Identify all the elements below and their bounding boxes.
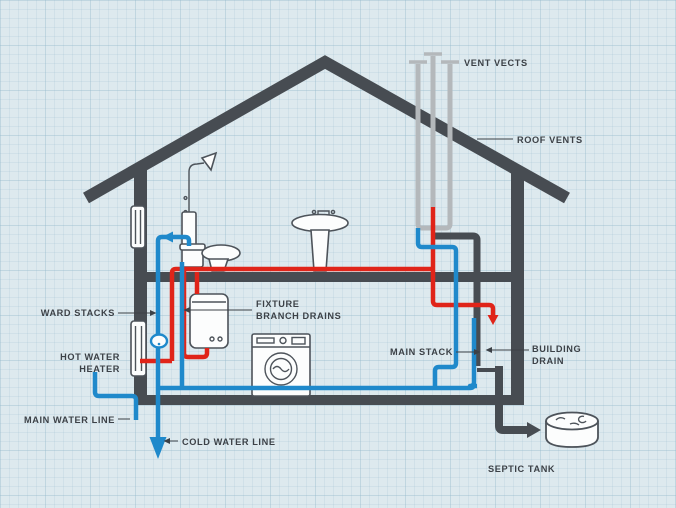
cold-right-drop [415,228,459,386]
right-wall [511,170,524,405]
label-hot-water-heater-1: HOT WATER [60,352,120,362]
label-septic-tank: SEPTIC TANK [488,464,555,474]
cold-water-arrow-small-icon [163,438,170,444]
toilet-tank [181,248,204,268]
label-fixture-branch-drains-1: FIXTURE [256,299,300,309]
label-hot-water-heater-2: HEATER [79,364,120,374]
wall-stack-upper [130,205,146,249]
building-drain-pipe [495,366,528,434]
cleanout-valve [149,333,169,349]
main-water-pipe [92,372,139,420]
toilet-tank-lid [179,243,206,251]
hot-stack-pipe [430,207,496,316]
sink-fixture [291,209,349,272]
label-building-drain-2: DRAIN [532,356,564,366]
shower-pipe [188,162,205,214]
cold-lower-line [158,383,477,391]
label-main-water-line: MAIN WATER LINE [24,415,115,425]
washer-door [264,352,298,386]
label-vent-vects: VENT VECTS [464,58,528,68]
label-ward-stacks: WARD STACKS [41,308,115,318]
drain-flow-arrow-icon [527,422,541,438]
washer-dial [279,336,287,345]
cold-toilet-arrow-icon [162,231,173,243]
second-floor-beam [147,272,511,282]
labels: VENT VECTS ROOF VENTS WARD STACKS FIXTUR… [24,58,583,474]
label-cold-water-line: COLD WATER LINE [182,437,276,447]
septic-tank [545,411,599,448]
main-stack-arrow-icon [474,349,481,355]
wall-stack-lower [130,320,147,377]
ward-stacks-arrow-icon [150,310,157,316]
washer-control-panel [256,337,275,344]
cold-main-riser [155,234,192,437]
washer-body [251,333,311,397]
ground-floor-beam [134,395,524,405]
fixture-drains-arrow-icon [183,307,190,313]
main-stack-pipe [435,232,481,366]
cold-water-arrow-icon [149,437,167,459]
shower-fixture [181,151,218,247]
hot-flow-arrow-icon [487,315,499,325]
label-building-drain-1: BUILDING [532,344,581,354]
drain-pipes [435,232,541,438]
label-fixture-branch-drains-2: BRANCH DRAINS [256,311,341,321]
building-drain-arrow-icon [485,347,492,353]
label-roof-vents: ROOF VENTS [517,135,583,145]
hot-floor-line [169,266,433,361]
sink-pedestal [310,229,330,272]
water-heater [189,293,229,349]
washing-machine [251,333,311,397]
sink-basin [291,213,349,233]
vent-pipes [409,52,459,231]
label-main-stack: MAIN STACK [390,347,453,357]
shower-head-icon [200,151,218,172]
label-pointers [118,138,529,444]
cold-water-pipes [92,228,477,459]
roof [83,55,570,204]
septic-tank-lid [545,411,599,431]
